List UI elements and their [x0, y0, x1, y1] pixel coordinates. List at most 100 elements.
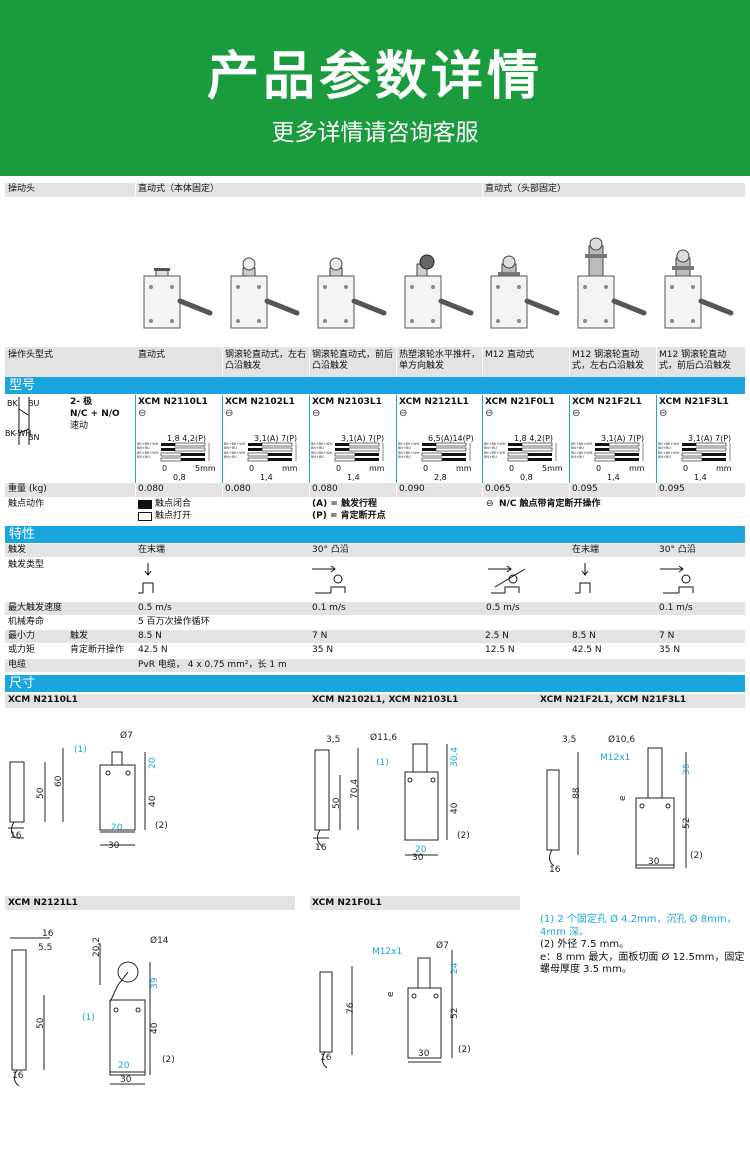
- svg-text:Ø11,6: Ø11,6: [370, 732, 397, 743]
- weight-row: [5, 483, 745, 497]
- weight-value: 0.080: [312, 484, 338, 494]
- trigger-v1: 在末端: [138, 545, 166, 555]
- svg-text:16: 16: [320, 1053, 332, 1063]
- cable-row: [5, 659, 745, 672]
- weight-value: 0.080: [138, 484, 164, 494]
- product-image: [577, 237, 647, 329]
- svg-text:BN+BU: BN+BU: [658, 455, 671, 459]
- svg-text:e: e: [618, 795, 628, 801]
- svg-text:M12x1: M12x1: [372, 947, 402, 957]
- positive-break-icon: ⊖: [399, 408, 408, 419]
- trigger-label: 触发: [8, 545, 27, 555]
- max-speed-row: [5, 602, 745, 615]
- trigger-v3: 在末端: [572, 545, 600, 555]
- diagram-bottom: 0,8: [520, 473, 533, 482]
- banner-subtitle: 更多详情请咨询客服: [271, 120, 479, 146]
- svg-text:BN+BU: BN+BU: [398, 446, 411, 450]
- product-image: [404, 254, 474, 329]
- wire-bn: BN: [28, 433, 40, 442]
- svg-text:BN+BU: BN+BU: [571, 446, 584, 450]
- head-type-3: 钢滚轮直动式，前后凸沿触发: [312, 350, 394, 371]
- banner-title: 产品参数详情: [206, 47, 543, 107]
- svg-text:BK+BK+WH: BK+BK+WH: [484, 451, 506, 455]
- svg-text:BN+BU: BN+BU: [484, 455, 497, 459]
- svg-text:BN+BU: BN+BU: [658, 446, 671, 450]
- force-trigger: 7 N: [312, 631, 328, 641]
- diagram-top: 3,1(A) 7(P): [254, 434, 298, 443]
- section-dimensions: 尺寸: [5, 675, 745, 692]
- head-group2: 直动式（头部固定）: [485, 184, 567, 194]
- diagram-top: 3,1(A) 7(P): [688, 434, 732, 443]
- model-name: XCM N2102L1: [225, 397, 295, 407]
- diagram-unit: mm: [456, 464, 472, 473]
- model-name: XCM N21F2L1: [572, 397, 642, 407]
- svg-text:52: 52: [450, 1008, 460, 1019]
- svg-text:50: 50: [36, 1017, 46, 1029]
- diagram-zero: 0: [162, 464, 168, 473]
- weight-value: 0.095: [659, 484, 685, 494]
- diagram-bottom: 0,8: [173, 473, 186, 482]
- open-swatch: [138, 512, 152, 521]
- section-characteristics: 特性: [5, 526, 745, 543]
- svg-text:BN+BU: BN+BU: [398, 455, 411, 459]
- max-speed-v4: 0.1 m/s: [659, 603, 693, 613]
- svg-text:16: 16: [10, 831, 22, 841]
- svg-text:40: 40: [150, 1022, 160, 1034]
- positive-break-icon: ⊖: [138, 408, 147, 419]
- svg-text:50: 50: [36, 787, 46, 799]
- no-label: N/C + N/O: [70, 409, 120, 419]
- diagram-unit: mm: [282, 464, 298, 473]
- min-force-label2: 或力矩: [8, 645, 36, 655]
- svg-text:Ø10,6: Ø10,6: [608, 734, 635, 745]
- closed-text: 触点闭合: [155, 499, 192, 509]
- svg-text:BK+BK+WH: BK+BK+WH: [137, 451, 159, 455]
- svg-text:36: 36: [682, 763, 692, 775]
- svg-text:39: 39: [150, 977, 160, 989]
- svg-text:BK+BK+WH: BK+BK+WH: [571, 442, 593, 446]
- head-type-6: M12 钢滚轮直动式，左右凸沿触发: [572, 350, 645, 371]
- svg-text:60: 60: [54, 775, 64, 787]
- svg-text:30,4: 30,4: [450, 747, 460, 767]
- product-image: [317, 257, 387, 329]
- head-types-row: [5, 347, 745, 377]
- trigger-row: [5, 544, 745, 557]
- dim-title-4: XCM N2121L1: [8, 898, 78, 908]
- weight-value: 0.065: [485, 484, 511, 494]
- diagram-unit: mm: [629, 464, 645, 473]
- min-force-row: [5, 630, 745, 643]
- svg-text:40: 40: [148, 795, 158, 807]
- model-name: XCM N21F0L1: [485, 397, 555, 407]
- svg-text:16: 16: [549, 865, 561, 875]
- dim-title-5: XCM N21F0L1: [312, 898, 382, 908]
- banner: 产品参数详情 更多详情请咨询客服: [0, 0, 750, 176]
- svg-text:BN+BU: BN+BU: [484, 446, 497, 450]
- svg-text:(1): (1): [74, 745, 87, 755]
- diagram-bottom: 1,4: [260, 473, 273, 482]
- svg-text:BK+BK+WH: BK+BK+WH: [484, 442, 506, 446]
- head-type-5: M12 直动式: [485, 350, 535, 360]
- force-trigger: 8.5 N: [572, 631, 596, 641]
- svg-text:70,4: 70,4: [350, 779, 360, 799]
- min-force-trig: 触发: [70, 631, 89, 641]
- svg-text:BN+BU: BN+BU: [571, 455, 584, 459]
- trigger-v2: 30° 凸沿: [312, 545, 349, 555]
- svg-text:BK+BK+WH: BK+BK+WH: [658, 442, 680, 446]
- svg-text:BK+BK+WH: BK+BK+WH: [224, 451, 246, 455]
- svg-text:20: 20: [118, 1061, 130, 1071]
- head-type-7: M12 钢滚轮直动式，前后凸沿触发: [659, 350, 732, 371]
- product-image: [143, 268, 213, 329]
- svg-text:16: 16: [315, 843, 327, 853]
- trigger-type-label: 触发类型: [8, 560, 45, 570]
- life-value: 5 百万次操作循环: [138, 617, 210, 627]
- model-name: XCM N2103L1: [312, 397, 382, 407]
- diagram-top: 3,1(A) 7(P): [341, 434, 385, 443]
- note-2: (2) 外径 7.5 mm。: [540, 939, 630, 950]
- force-open: 35 N: [312, 645, 334, 655]
- head-types-label: 操作头型式: [8, 350, 54, 360]
- head-type-2: 钢滚轮直动式，左右凸沿触发: [225, 350, 307, 371]
